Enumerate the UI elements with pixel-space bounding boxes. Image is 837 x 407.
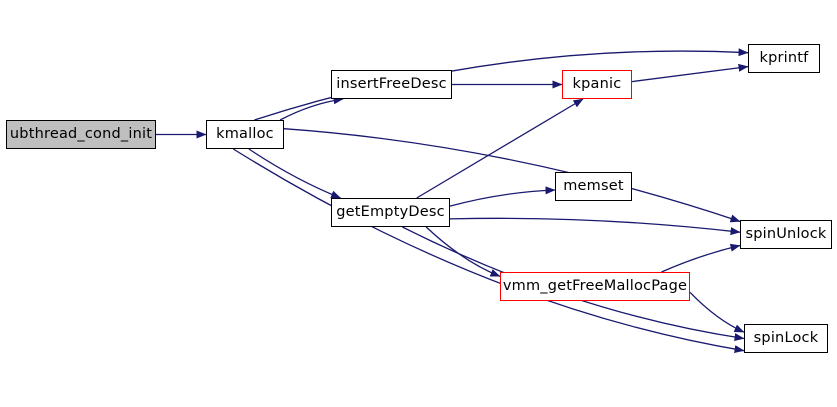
node-vmm-get-free-malloc-page[interactable]: vmm_getFreeMallocPage [500,272,690,301]
edge-kmalloc-to-spinUnlock [283,128,741,223]
edge-getEmptyDesc-to-vmm_getFreeMallocPage [425,226,501,277]
node-get-empty-desc[interactable]: getEmptyDesc [331,198,450,227]
node-label: spinLock [753,330,819,347]
edge-kmalloc-to-spinLock [232,148,745,354]
node-label: memset [563,178,624,195]
edge-kpanic-to-kprintf [631,63,749,83]
node-label: spinUnlock [745,226,827,243]
node-label: insertFreeDesc [336,76,447,93]
node-spin-unlock[interactable]: spinUnlock [740,220,832,249]
node-kprintf[interactable]: kprintf [748,44,820,73]
node-label: kprintf [759,50,809,67]
node-kmalloc[interactable]: kmalloc [206,120,284,149]
edge-getEmptyDesc-to-kpanic [416,98,584,199]
edge-kmalloc-to-getEmptyDesc [248,148,341,199]
node-label: kpanic [572,76,622,93]
node-spin-lock[interactable]: spinLock [744,324,828,353]
edge-kmalloc-to-kprintf [254,48,749,121]
edge-vmm_getFreeMallocPage-to-spinLock [689,291,745,333]
edge-kmalloc-to-insertFreeDesc [279,96,344,121]
node-label: getEmptyDesc [336,204,445,221]
node-kpanic[interactable]: kpanic [562,70,632,99]
edge-getEmptyDesc-to-spinUnlock [449,217,741,236]
node-label: kmalloc [216,126,274,143]
node-label: vmm_getFreeMallocPage [502,278,688,295]
node-ubthread-cond-init[interactable]: ubthread_cond_init [6,120,156,149]
node-insert-free-desc[interactable]: insertFreeDesc [331,70,452,99]
edge-getEmptyDesc-to-memset [449,186,556,207]
edge-vmm_getFreeMallocPage-to-spinUnlock [661,243,741,273]
node-label: ubthread_cond_init [9,126,153,143]
node-memset[interactable]: memset [555,172,632,201]
